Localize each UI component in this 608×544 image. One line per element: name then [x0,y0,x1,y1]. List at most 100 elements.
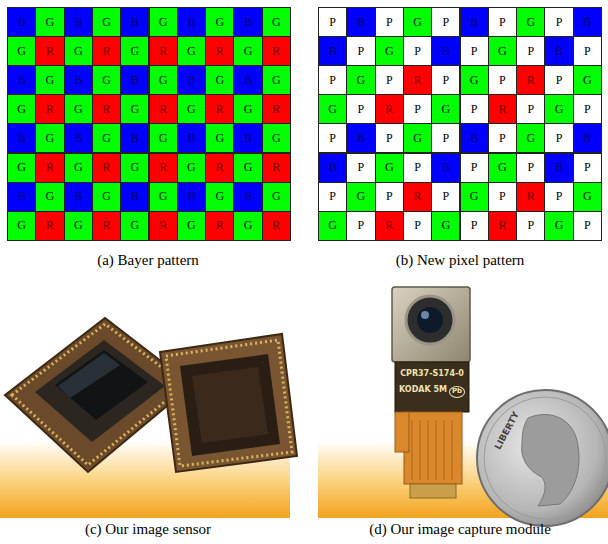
pixel-cell: G [120,153,149,183]
pixel-cell: P [403,94,432,124]
pixel-cell: G [7,36,36,66]
pixel-cell: R [375,211,404,241]
pixel-cell: B [544,153,573,183]
pixel-cell: R [35,211,64,241]
pixel-cell: G [262,182,291,212]
pixel-cell: B [346,7,375,37]
pixel-cell: B [7,65,36,95]
pixel-cell: G [488,153,517,183]
pixel-cell: P [460,211,489,241]
pixel-cell: G [403,123,432,153]
pixel-cell: P [516,94,545,124]
pixel-cell: G [516,7,545,37]
pixel-cell: R [262,36,291,66]
pixel-cell: G [544,211,573,241]
module-marking: CPR37-S174-0 [400,370,464,379]
pixel-cell: G [516,123,545,153]
pixel-cell: R [92,36,121,66]
pixel-cell: B [120,7,149,37]
pixel-cell: G [92,65,121,95]
pixel-cell: R [205,153,234,183]
pixel-cell: G [233,94,262,124]
pixel-cell: R [149,94,178,124]
pixel-cell: P [346,36,375,66]
pixel-cell: G [92,7,121,37]
pixel-cell: G [177,153,206,183]
pixel-cell: G [7,211,36,241]
pixel-cell: G [262,7,291,37]
pixel-cell: R [403,65,432,95]
subfigure-caption: (a) Bayer pattern [97,252,199,269]
pixel-cell: P [318,123,347,153]
pixel-cell: G [64,36,93,66]
pixel-cell: G [92,123,121,153]
pixel-cell: P [431,123,460,153]
pixel-cell: R [35,94,64,124]
pixel-cell: B [460,7,489,37]
pixel-cell: G [318,94,347,124]
pixel-cell: G [149,7,178,37]
subfigure-caption: (c) Our image sensor [85,521,211,538]
pixel-cell: G [92,182,121,212]
pixel-cell: G [35,7,64,37]
pixel-cell: G [120,94,149,124]
pixel-cell: R [149,211,178,241]
module-marking: KODAK 5M [399,386,447,395]
pixel-cell: P [318,7,347,37]
pixel-cell: P [375,182,404,212]
pixel-cell: B [64,123,93,153]
lead-free-mark: Pb [449,386,465,398]
pixel-cell: G [149,65,178,95]
pixel-cell: R [35,36,64,66]
pixel-cell: B [233,123,262,153]
pixel-cell: P [573,94,602,124]
pixel-cell: P [346,94,375,124]
pixel-cell: P [573,36,602,66]
pixel-cell: G [64,211,93,241]
pixel-cell: P [460,36,489,66]
pixel-cell: R [488,211,517,241]
pixel-cell: P [318,65,347,95]
pixel-cell: P [431,7,460,37]
pixel-cell: B [573,123,602,153]
pixel-cell: G [7,153,36,183]
pixel-cell: G [120,36,149,66]
pixel-cell: B [177,65,206,95]
pixel-cell: G [35,65,64,95]
pixel-cell: G [64,153,93,183]
pixel-cell: P [318,182,347,212]
pixel-cell: G [544,94,573,124]
pixel-cell: G [64,94,93,124]
pixel-cell: P [516,36,545,66]
pixel-cell: G [205,182,234,212]
dime-coin [477,390,608,526]
pixel-cell: G [375,153,404,183]
pixel-cell: G [7,94,36,124]
pixel-cell: B [431,36,460,66]
pixel-cell: B [233,65,262,95]
pixel-cell: B [7,182,36,212]
pixel-cell: G [205,7,234,37]
pixel-cell: B [544,36,573,66]
pixel-cell: R [262,211,291,241]
pixel-cell: P [346,211,375,241]
pixel-cell: R [205,211,234,241]
pixel-cell: B [573,7,602,37]
pixel-cell: R [35,153,64,183]
pixel-cell: R [488,94,517,124]
pixel-cell: B [120,123,149,153]
pixel-cell: R [262,94,291,124]
pixel-cell: B [177,7,206,37]
pixel-cell: G [149,123,178,153]
pixel-cell: B [120,65,149,95]
pixel-cell: G [177,211,206,241]
photo-ground [0,285,290,518]
pixel-cell: B [120,182,149,212]
pixel-cell: P [346,153,375,183]
pixel-cell: B [64,7,93,37]
pixel-cell: P [403,211,432,241]
subfigure-caption: (b) New pixel pattern [396,252,525,269]
pixel-cell: B [233,7,262,37]
pixel-cell: P [431,182,460,212]
pixel-cell: G [35,123,64,153]
